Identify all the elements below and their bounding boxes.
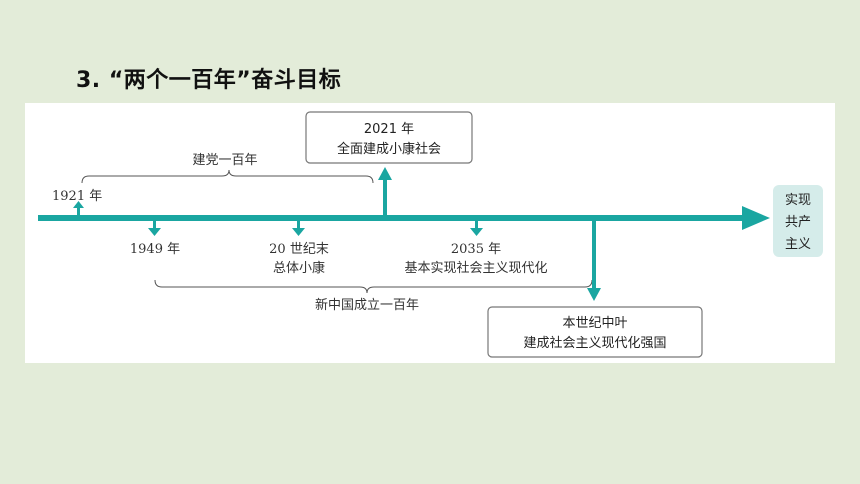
label-1921: 1921 年: [52, 189, 102, 204]
marker-1921-arrow: [73, 201, 84, 215]
page-title: 3. “两个一百年”奋斗目标: [76, 68, 342, 93]
end-goal-line1: 实现: [785, 193, 811, 208]
goal-end-20c: 总体小康: [273, 260, 325, 276]
end-goal-line2: 共产: [785, 215, 811, 230]
goal-2035: 基本实现社会主义现代化: [404, 260, 547, 276]
label-2035: 2035 年: [451, 242, 501, 257]
label-end-20c: 20 世纪末: [269, 242, 329, 257]
marker-2035-arrow: [470, 221, 483, 236]
timeline-axis: [38, 215, 750, 221]
marker-1949-arrow: [148, 221, 161, 236]
label-mid-century: 本世纪中叶: [562, 316, 627, 331]
goal-mid-century: 建成社会主义现代化强国: [523, 335, 666, 351]
box-end-goal: [773, 185, 823, 257]
label-party-centenary: 建党一百年: [192, 153, 257, 168]
box-2021: [305, 111, 473, 164]
bracket-party-centenary: [81, 169, 374, 184]
label-prc-centenary: 新中国成立一百年: [315, 297, 419, 313]
box-mid-century: [487, 306, 703, 358]
bracket-prc-centenary: [154, 279, 593, 294]
timeline-arrowhead: [742, 206, 770, 230]
goal-2021: 全面建成小康社会: [337, 141, 441, 157]
marker-20c-arrow: [292, 221, 305, 236]
marker-2021-arrow: [378, 167, 392, 215]
label-2021: 2021 年: [364, 122, 414, 137]
end-goal-line3: 主义: [785, 237, 811, 252]
marker-mid-century-arrow: [587, 221, 601, 301]
label-1949: 1949 年: [130, 242, 180, 257]
